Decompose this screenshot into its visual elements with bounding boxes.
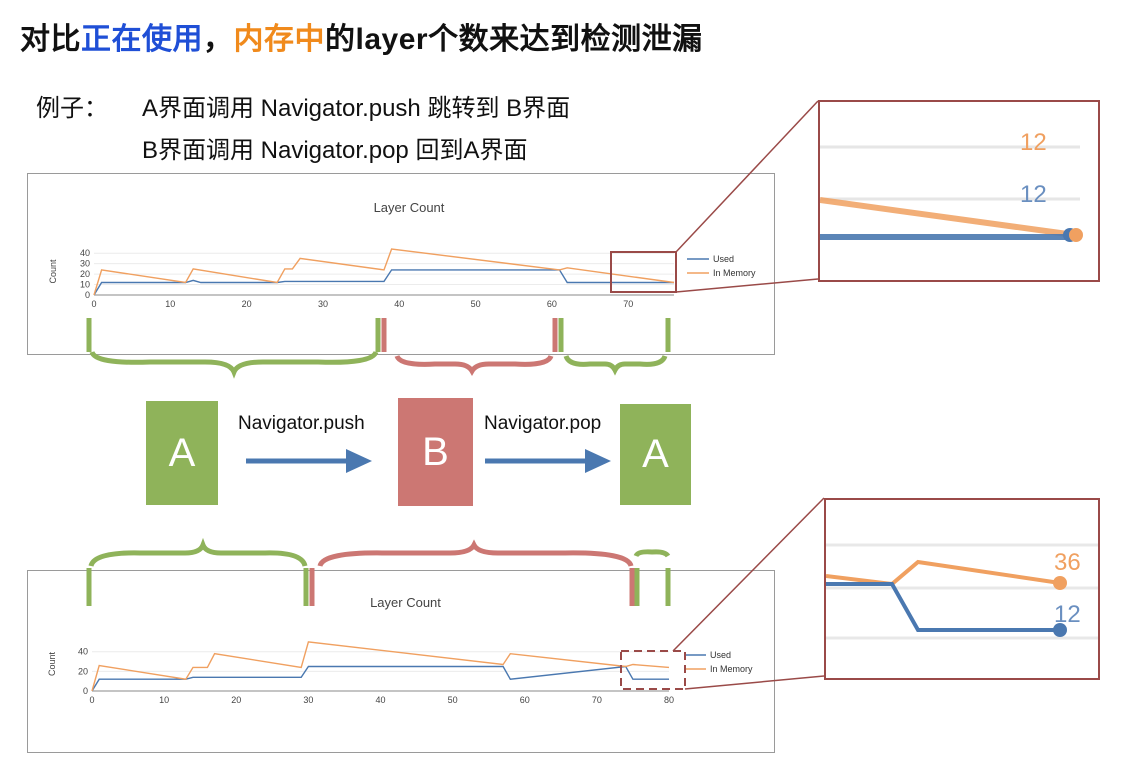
x-tick-label: 10	[165, 299, 175, 309]
zoom-panel-1: 12 12	[818, 100, 1100, 282]
chart-title: Layer Count	[374, 200, 445, 215]
x-tick-label: 70	[592, 695, 602, 705]
x-tick-label: 30	[303, 695, 313, 705]
x-tick-label: 60	[547, 299, 557, 309]
flow-box-a2: A	[620, 404, 691, 505]
legend-label: Used	[713, 254, 734, 264]
push-arrow	[246, 449, 372, 473]
title-part-comma: ，	[203, 23, 234, 56]
zoom-panel-2: 36 12	[824, 498, 1100, 680]
title-part-rest: 的layer个数来达到检测泄漏	[325, 23, 703, 56]
chart-2-svg: Layer Count 0 20 40 0 10 20 30 40 50 60 70 80 Count Us…	[47, 595, 753, 705]
legend-label: In Memory	[710, 664, 753, 674]
zoom-in-memory-line	[820, 197, 1076, 238]
y-tick-label: 30	[80, 259, 90, 269]
example-line-1: A界面调用 Navigator.push 跳转到 B界面	[142, 95, 571, 122]
brace-a2-in-memory	[633, 549, 671, 558]
x-tick-label: 50	[448, 695, 458, 705]
x-tick-label: 70	[623, 299, 633, 309]
brace-b-in-use	[394, 354, 554, 377]
y-axis-label: Count	[47, 652, 57, 677]
y-tick-label: 10	[80, 280, 90, 290]
brace-b-in-memory	[317, 539, 634, 568]
y-axis-label: Count	[48, 259, 58, 284]
zoom-1-used-value: 12	[1020, 181, 1047, 208]
flow-box-a: A	[146, 401, 218, 505]
x-tick-label: 0	[91, 299, 96, 309]
example-label: 例子：	[36, 95, 108, 122]
zoom-1-svg: 12 12	[820, 129, 1083, 242]
example-line-2: B界面调用 Navigator.pop 回到A界面	[142, 137, 528, 164]
series-line-in-memory	[93, 248, 675, 296]
title-part-in-use: 正在使用	[81, 23, 203, 56]
legend-label: Used	[710, 650, 731, 660]
zoom-2-in-memory-value: 36	[1054, 549, 1081, 576]
title-part-1: 对比	[20, 23, 81, 56]
flow-pop-label: Navigator.pop	[484, 413, 602, 434]
flow-push-label: Navigator.push	[238, 413, 365, 434]
legend-label: In Memory	[713, 268, 756, 278]
page-title: 对比正在使用，内存中的layer个数来达到检测泄漏	[20, 14, 703, 58]
zoom-2-svg: 36 12	[826, 543, 1098, 640]
flow-box-b: B	[398, 398, 473, 506]
pop-arrow	[485, 449, 611, 473]
y-tick-label: 0	[85, 290, 90, 300]
brace-a-in-memory	[88, 537, 308, 567]
zoom-in-memory-line	[826, 559, 1061, 587]
chart-title: Layer Count	[370, 595, 441, 610]
x-tick-label: 50	[471, 299, 481, 309]
brace-a2-in-use	[563, 354, 668, 376]
y-tick-label: 40	[78, 647, 88, 657]
zoom-in-memory-point	[1053, 576, 1067, 590]
x-tick-label: 0	[89, 695, 94, 705]
x-tick-label: 30	[318, 299, 328, 309]
x-tick-label: 20	[231, 695, 241, 705]
title-part-in-memory: 内存中	[233, 23, 325, 56]
x-tick-label: 10	[159, 695, 169, 705]
series-line-used	[93, 269, 674, 296]
zoom-used-line	[826, 582, 1060, 632]
y-tick-label: 20	[80, 269, 90, 279]
x-tick-label: 40	[375, 695, 385, 705]
zoom-2-used-value: 12	[1054, 601, 1081, 628]
x-tick-label: 80	[664, 695, 674, 705]
chart-2: Layer Count 0 20 40 0 10 20 30 40 50 60 70 80 Count Us…	[27, 570, 775, 753]
x-tick-label: 60	[520, 695, 530, 705]
x-tick-label: 40	[394, 299, 404, 309]
y-tick-label: 0	[83, 686, 88, 696]
y-tick-label: 40	[80, 248, 90, 258]
zoom-1-in-memory-value: 12	[1020, 129, 1047, 156]
x-tick-label: 20	[242, 299, 252, 309]
y-tick-label: 20	[78, 666, 88, 676]
zoom-used-point	[1053, 623, 1067, 637]
zoom-in-memory-point	[1069, 228, 1083, 242]
